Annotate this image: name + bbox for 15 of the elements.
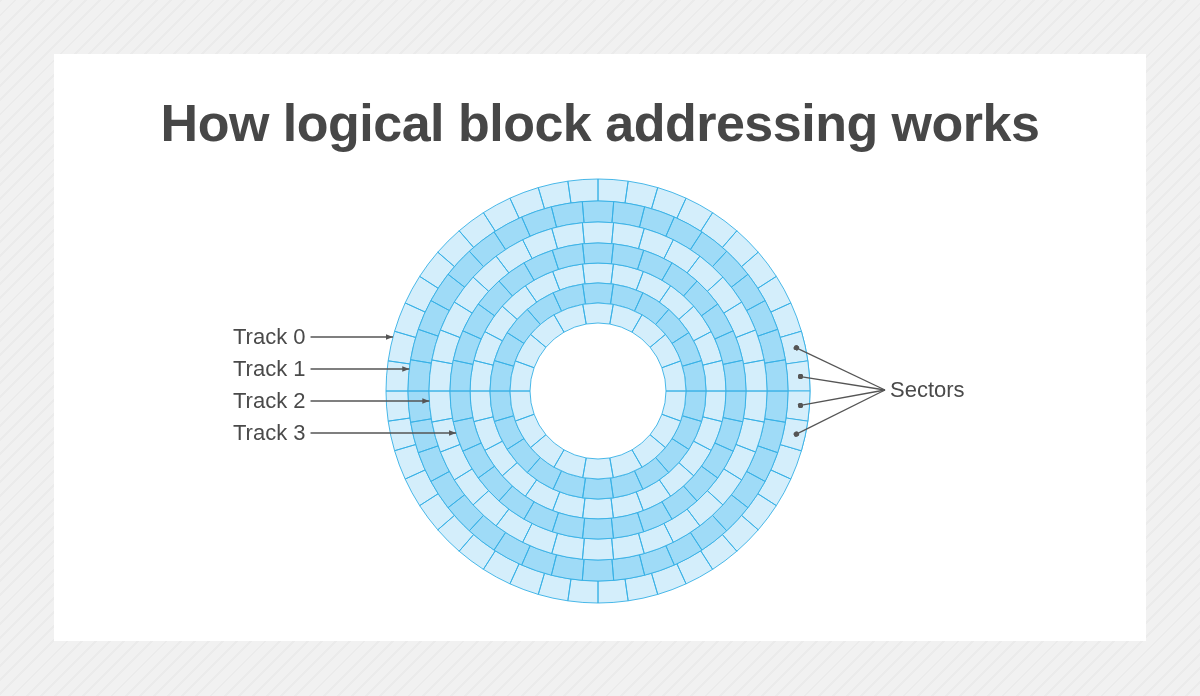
leader-line bbox=[793, 389, 886, 437]
leader-arrow bbox=[309, 430, 457, 436]
callout-label: Track 2 bbox=[233, 388, 306, 414]
callout-label: Track 3 bbox=[233, 420, 306, 446]
callout-label: Sectors bbox=[890, 377, 965, 403]
leader-line bbox=[797, 373, 886, 391]
leader-arrow bbox=[309, 334, 394, 340]
callout-label: Track 0 bbox=[233, 324, 306, 350]
leader-arrow bbox=[309, 366, 410, 372]
callout-label: Track 1 bbox=[233, 356, 306, 382]
leader-line bbox=[797, 389, 886, 409]
title: How logical block addressing works bbox=[160, 93, 1040, 154]
leader-arrow bbox=[309, 398, 430, 404]
leader-line bbox=[793, 345, 886, 391]
sector-cell bbox=[779, 417, 809, 452]
